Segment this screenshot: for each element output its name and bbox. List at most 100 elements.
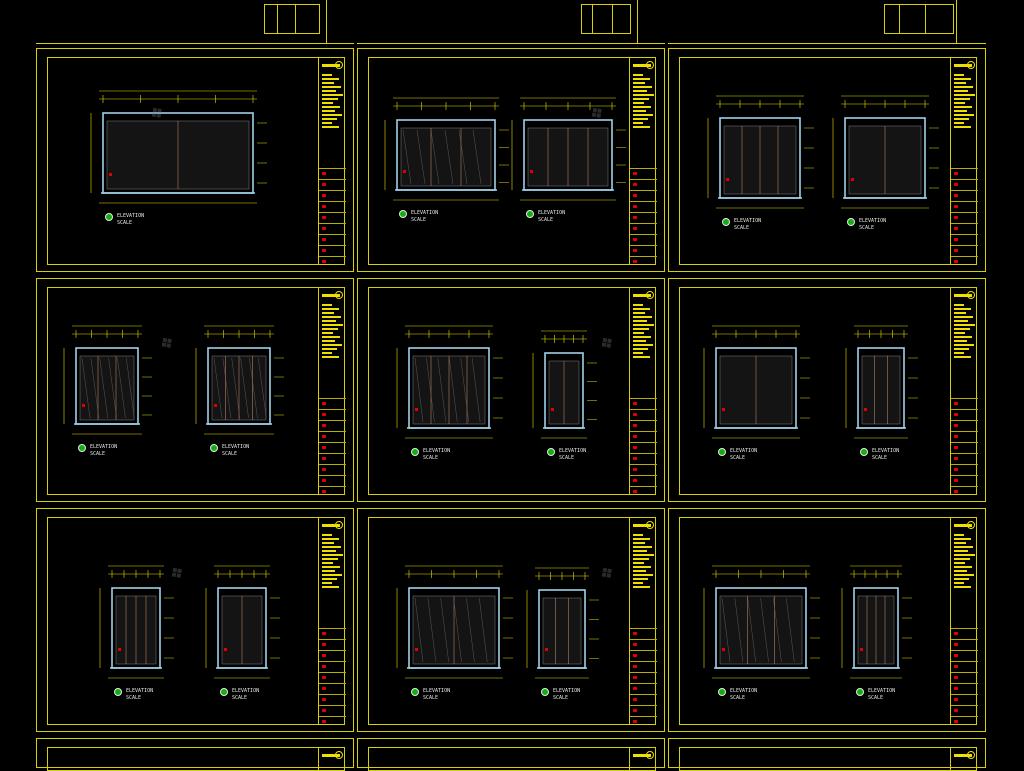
elevation-view[interactable]	[703, 565, 820, 679]
elevation-view[interactable]	[832, 95, 939, 209]
hatch-line	[479, 597, 488, 663]
elevation-caption: ELEVATION	[117, 213, 145, 219]
elevation-marker-icon	[78, 444, 86, 452]
title-block	[318, 748, 346, 770]
notes-block	[322, 74, 343, 130]
elevation-drawings	[707, 95, 939, 209]
red-accent	[530, 170, 533, 173]
elevation-view[interactable]	[63, 325, 152, 435]
elevation-view[interactable]	[841, 565, 912, 679]
notes-block	[633, 304, 654, 360]
elevation-view[interactable]	[703, 325, 810, 439]
elevation-view[interactable]	[526, 567, 599, 679]
elevation-view[interactable]	[707, 95, 814, 209]
north-circle-icon	[646, 61, 654, 69]
elevation-view[interactable]	[532, 330, 597, 439]
scale-caption: SCALE	[553, 695, 569, 701]
hatch-line	[466, 597, 475, 663]
title-block	[326, 0, 354, 44]
scale-caption: SCALE	[730, 455, 746, 461]
hatch-line	[427, 597, 437, 663]
elevation-view[interactable]	[845, 325, 918, 439]
red-accent	[864, 408, 867, 411]
elevation-caption: ELEVATION	[411, 210, 439, 216]
elevation-marker-icon	[856, 688, 864, 696]
elevation-view[interactable]	[90, 90, 267, 204]
sheet-border	[368, 747, 656, 771]
elevation-marker-icon	[210, 444, 218, 452]
elevation-view[interactable]	[396, 565, 513, 679]
drawing-sheet[interactable]	[36, 738, 354, 771]
elevation-view[interactable]	[511, 97, 626, 201]
north-circle-icon	[335, 751, 343, 759]
hatch-line	[240, 357, 249, 419]
elevation-marker-icon	[411, 688, 419, 696]
hatch-line	[414, 357, 424, 423]
red-accent	[109, 173, 112, 176]
logo-mark	[322, 752, 343, 760]
hatch-line	[249, 357, 258, 419]
drawing-sheet[interactable]	[668, 738, 986, 771]
elevation-view[interactable]	[384, 97, 509, 201]
title-block	[637, 0, 665, 44]
elevation-caption: ELEVATION	[423, 448, 451, 454]
elevation-marker-icon	[541, 688, 549, 696]
elevation-caption: ELEVATION	[423, 688, 451, 694]
hatch-line	[416, 129, 426, 185]
red-accent	[224, 648, 227, 651]
scale-caption: SCALE	[411, 217, 427, 223]
elevation-marker-icon	[847, 218, 855, 226]
elevation-caption: ELEVATION	[90, 444, 118, 450]
title-block	[950, 518, 978, 724]
elevation-marker-icon	[718, 688, 726, 696]
title-block	[318, 288, 346, 494]
logo-mark	[633, 522, 654, 530]
elevation-caption: ELEVATION	[730, 448, 758, 454]
elevation-marker-icon	[722, 218, 730, 226]
elevation-caption: ELEVATION	[553, 688, 581, 694]
elevation-view[interactable]	[396, 325, 503, 439]
notes-block	[633, 534, 654, 590]
wall-panel	[542, 597, 582, 665]
logo-mark	[633, 62, 654, 70]
scale-caption: SCALE	[859, 225, 875, 231]
red-accent	[551, 408, 554, 411]
title-block	[629, 58, 657, 264]
drawing-sheet[interactable]	[357, 738, 665, 771]
scale-caption: SCALE	[222, 451, 238, 457]
elevation-marker-icon	[105, 213, 113, 221]
elevation-marker-icon	[547, 448, 555, 456]
wall-panel	[861, 355, 901, 425]
hatch-line	[786, 597, 795, 663]
notes-block	[954, 74, 975, 130]
hatch-line	[213, 357, 223, 419]
scale-caption: SCALE	[117, 220, 133, 226]
hatch-line	[449, 357, 458, 423]
north-circle-icon	[335, 521, 343, 529]
elevation-view[interactable]	[99, 565, 174, 679]
elevation-caption: ELEVATION	[126, 688, 154, 694]
notes-block	[954, 534, 975, 590]
red-accent	[545, 648, 548, 651]
elevation-view[interactable]	[195, 325, 284, 435]
elevation-drawings	[90, 90, 267, 204]
hatch-line	[414, 597, 424, 663]
title-block	[956, 0, 986, 44]
elevation-drawings	[703, 325, 918, 439]
elevation-view[interactable]	[205, 565, 280, 679]
scale-caption: SCALE	[730, 695, 746, 701]
title-block	[318, 518, 346, 724]
